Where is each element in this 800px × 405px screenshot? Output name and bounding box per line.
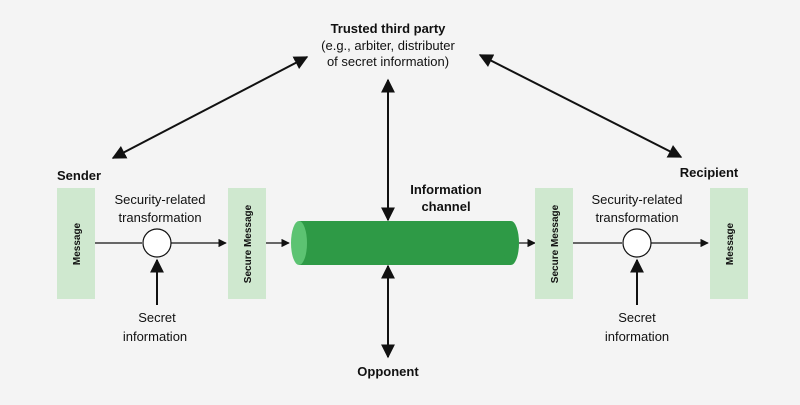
channel-pipe-end-right	[503, 221, 519, 265]
recipient-secret-line2: information	[605, 329, 669, 344]
sender-message-label: Message	[72, 222, 83, 265]
sender-trusted-arrow	[111, 56, 309, 159]
channel-label-line2: channel	[421, 199, 470, 214]
sender-transformation-line2: transformation	[118, 210, 201, 225]
recipient-message-label: Message	[725, 222, 736, 265]
recipient-trusted-arrow	[478, 54, 683, 158]
sender-secure-message-box	[228, 188, 266, 299]
opponent-label: Opponent	[357, 364, 419, 379]
sender-transformation-line1: Security-related	[114, 192, 205, 207]
information-channel-pipe	[291, 221, 519, 265]
trusted-party-desc-line1: (e.g., arbiter, distributer	[321, 38, 455, 53]
trusted-party-title: Trusted third party	[331, 21, 447, 36]
recipient-secret-line1: Secret	[618, 310, 656, 325]
recipient-secure-message-box	[535, 188, 573, 299]
sender-transformation-circle	[142, 228, 172, 258]
recipient-transformation-line1: Security-related	[591, 192, 682, 207]
sender-label: Sender	[57, 168, 101, 183]
channel-label-line1: Information	[410, 182, 482, 197]
recipient-transformation-circle	[622, 228, 652, 258]
channel-pipe-end-left	[291, 221, 307, 265]
recipient-message-box	[710, 188, 748, 299]
sender-message-box	[57, 188, 95, 299]
recipient-label: Recipient	[680, 165, 739, 180]
sender-secret-line1: Secret	[138, 310, 176, 325]
trusted-third-party: Trusted third party (e.g., arbiter, dist…	[321, 21, 455, 69]
trusted-party-desc-line2: of secret information)	[327, 54, 449, 69]
sender-secret-line2: information	[123, 329, 187, 344]
recipient-secure-message-label: Secure Message	[550, 204, 561, 283]
channel-pipe-body	[299, 221, 511, 265]
sender-secure-message-label: Secure Message	[243, 204, 254, 283]
recipient-transformation-line2: transformation	[595, 210, 678, 225]
